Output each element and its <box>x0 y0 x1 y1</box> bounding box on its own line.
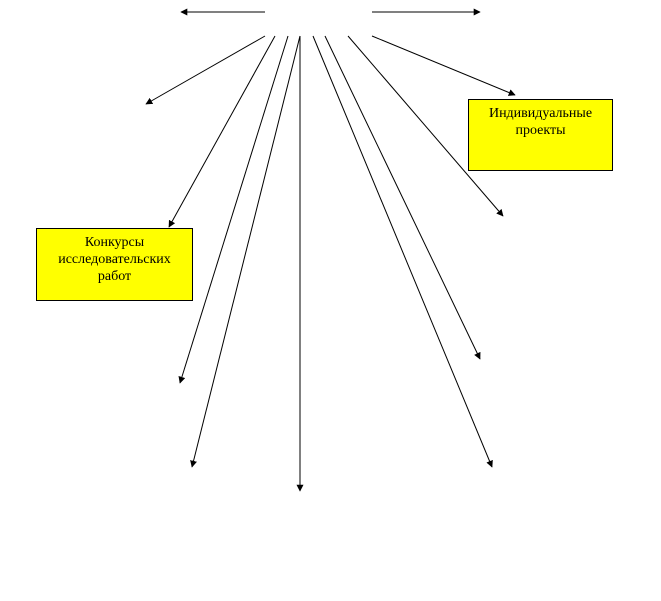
research-contests-label-line3: работ <box>97 269 132 284</box>
arrow-lower-right-1 <box>324 35 481 360</box>
individual-projects-label-line2: проекты <box>515 123 566 138</box>
individual-projects-label-line1: Индивидуальные <box>488 106 593 121</box>
arrow-lower-left-1 <box>178 35 289 384</box>
arrow-right-middle <box>347 35 504 217</box>
arrow-lower-right-2 <box>312 35 493 468</box>
arrow-upper-left <box>145 35 266 105</box>
research-contests-label-line1: Конкурсы <box>84 235 145 250</box>
research-contests-label-line2: исследовательских <box>58 252 171 267</box>
research-contests-box: Конкурсы исследовательских работ <box>36 228 193 301</box>
arrow-lower-left-2 <box>190 35 301 468</box>
arrow-to-research-contests <box>168 35 276 228</box>
individual-projects-box: Индивидуальные проекты <box>468 99 613 171</box>
arrow-to-individual-projects <box>371 35 516 96</box>
